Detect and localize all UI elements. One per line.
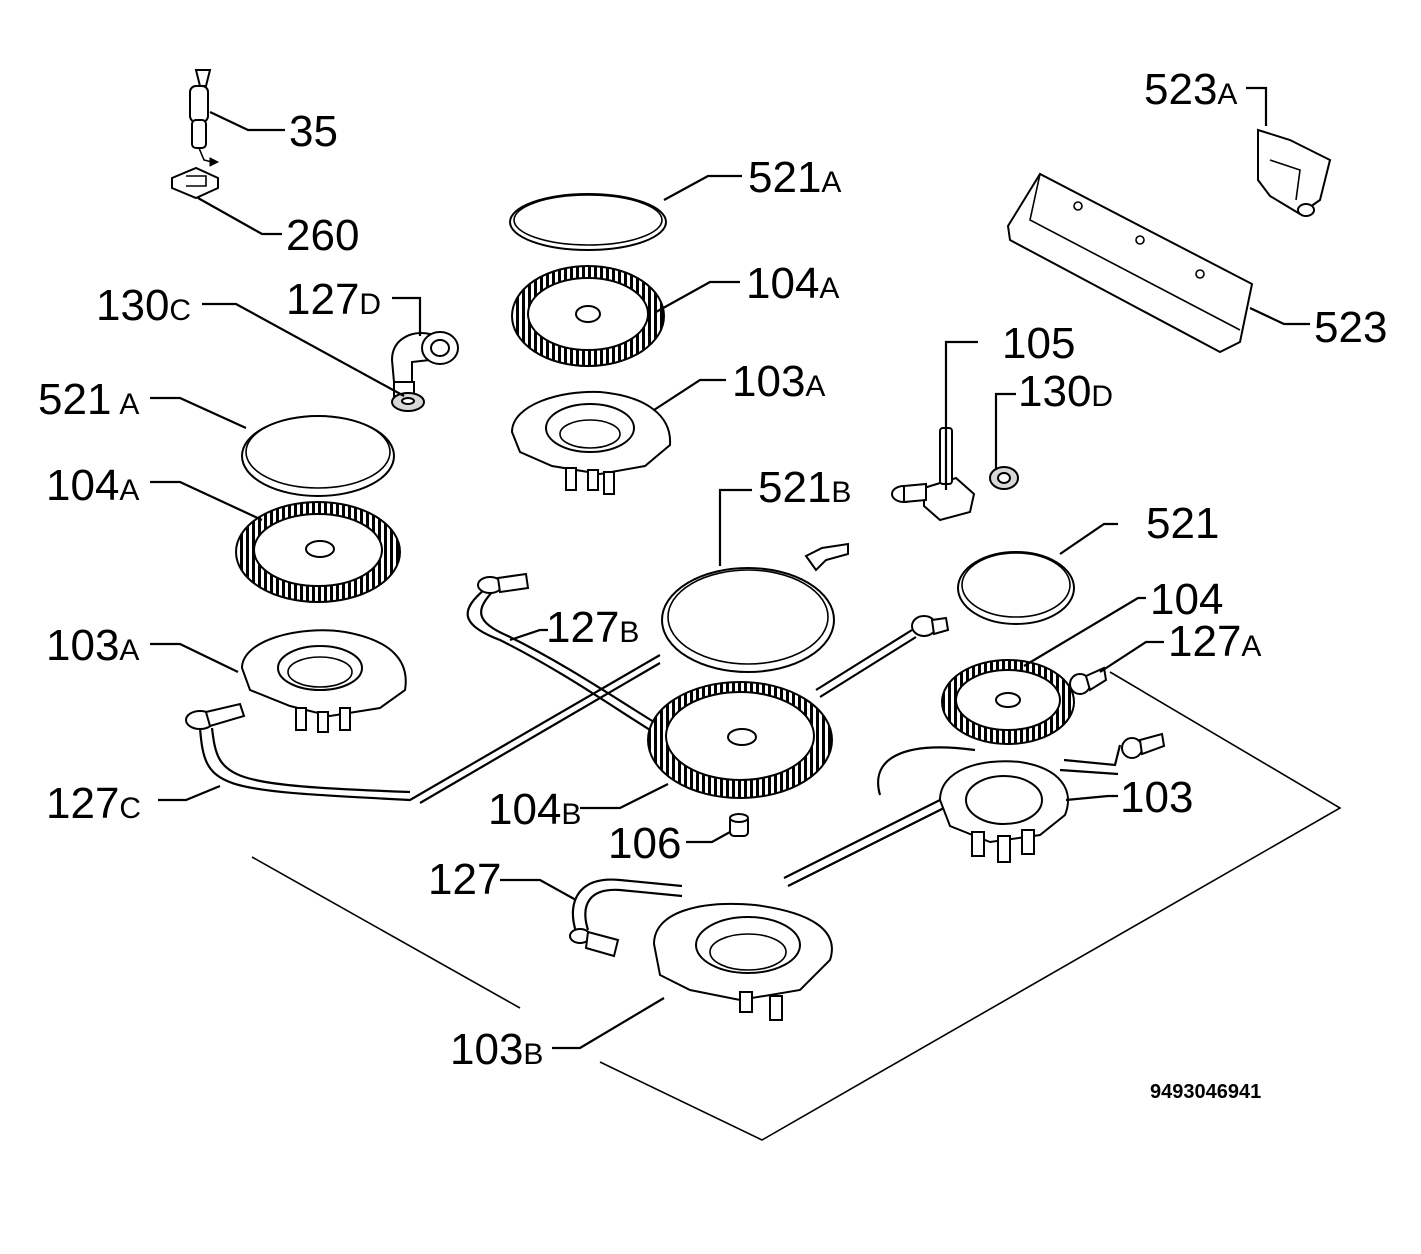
- washer-130d: [989, 466, 1019, 490]
- label-127a: 127A: [1168, 617, 1261, 666]
- pipe-127: [569, 878, 683, 958]
- label-35: 35: [289, 107, 338, 156]
- label-103a-left: 103A: [46, 621, 139, 670]
- pipe-127b: [466, 572, 655, 731]
- pipe-127c: [198, 654, 661, 804]
- base-103: [877, 732, 1166, 863]
- label-103a-top: 103A: [732, 357, 825, 406]
- crown-104a-top: [511, 265, 665, 367]
- screw-small: [804, 542, 849, 572]
- label-103b: 103B: [450, 1025, 543, 1074]
- cap-521: [957, 551, 1075, 625]
- crown-104a-left: [235, 501, 401, 603]
- cap-521a-left: [241, 415, 395, 497]
- label-106: 106: [608, 819, 681, 868]
- injector-106: [729, 813, 749, 837]
- label-103: 103: [1120, 773, 1193, 822]
- label-521b: 521B: [758, 463, 851, 512]
- clip-260: [171, 166, 219, 200]
- base-103a-top: [510, 390, 672, 495]
- label-105: 105: [1002, 319, 1075, 368]
- label-104: 104: [1150, 575, 1223, 624]
- crown-104: [941, 659, 1075, 745]
- elbow-127d: [390, 331, 459, 397]
- label-127d: 127D: [286, 275, 381, 324]
- label-260: 260: [286, 211, 359, 260]
- label-523a: 523A: [1144, 65, 1237, 114]
- base-103a-left: [185, 629, 407, 733]
- washer-130c: [391, 392, 425, 412]
- label-130c: 130C: [96, 281, 191, 330]
- label-104b: 104B: [488, 785, 581, 834]
- valve-105: [891, 427, 976, 522]
- drawing-code: 9493046941: [1150, 1081, 1261, 1103]
- label-127: 127: [428, 855, 501, 904]
- label-127c: 127C: [46, 779, 141, 828]
- thermocouple-35: [189, 69, 220, 167]
- clip-523a: [1257, 128, 1332, 217]
- label-521a-top: 521A: [748, 153, 841, 202]
- label-104a-left: 104A: [46, 461, 139, 510]
- pipe-bottom-right: [783, 789, 965, 887]
- label-104a-top: 104A: [746, 259, 839, 308]
- base-103b: [652, 902, 833, 1021]
- fitting-127a: [1069, 666, 1108, 695]
- label-523: 523: [1314, 303, 1387, 352]
- pipe-main: [815, 615, 950, 698]
- label-521: 521: [1146, 499, 1219, 548]
- leader-lines: [150, 86, 1310, 1050]
- cap-521a-top: [509, 193, 667, 251]
- label-130d: 130D: [1018, 367, 1113, 416]
- label-127b: 127B: [546, 603, 639, 652]
- bracket-523: [1006, 172, 1254, 354]
- crown-104b: [647, 681, 833, 799]
- hob-outline: [251, 671, 1342, 1141]
- cap-521b: [661, 567, 835, 673]
